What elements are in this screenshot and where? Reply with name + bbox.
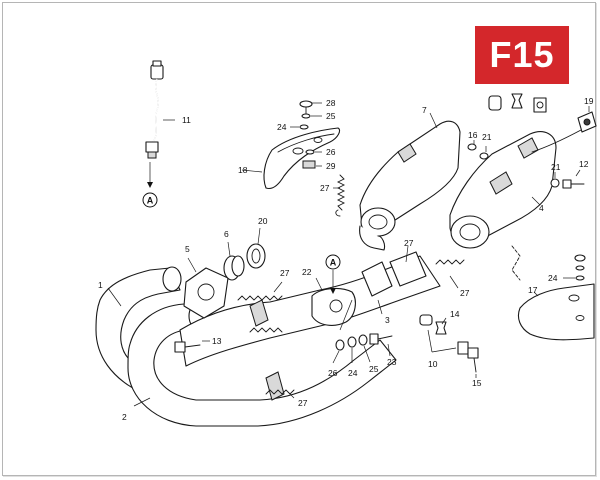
washer-part-25-lower xyxy=(358,334,368,346)
bolt-part-15 xyxy=(467,347,479,378)
label-17: 17 xyxy=(528,285,538,295)
label-21-right: 21 xyxy=(551,162,561,172)
washer-part-26-lower xyxy=(335,339,345,351)
label-1: 1 xyxy=(98,280,103,290)
reference-a-circle-top xyxy=(325,254,341,270)
spring-part-27-center xyxy=(249,327,283,333)
clip-part-19 xyxy=(531,106,597,153)
washer-part-21-upper xyxy=(479,152,489,160)
bolt-part-13 xyxy=(174,340,210,353)
washer-part-25 xyxy=(301,113,311,119)
label-25-top: 25 xyxy=(326,111,336,121)
label-26-top: 26 xyxy=(326,147,336,157)
spring-part-27-bottom xyxy=(265,389,295,399)
label-14: 14 xyxy=(450,309,460,319)
label-11: 11 xyxy=(182,115,191,125)
label-12: 12 xyxy=(579,159,589,169)
lambda-sensor-part-11 xyxy=(145,60,175,188)
label-27-upper: 27 xyxy=(320,183,330,193)
washer-part-21-right xyxy=(550,178,560,188)
valve-housing-part-22 xyxy=(311,277,356,326)
label-5: 5 xyxy=(185,244,190,254)
label-24-top: 24 xyxy=(277,122,287,132)
bolt-washers-right xyxy=(563,254,586,281)
label-21-upper: 21 xyxy=(482,132,492,142)
label-15: 15 xyxy=(472,378,482,388)
heat-shield-part-17 xyxy=(517,283,595,341)
nut-part-29 xyxy=(302,160,316,169)
washer-part-26 xyxy=(305,149,315,155)
label-25-lower: 25 xyxy=(369,364,379,374)
label-27-right: 27 xyxy=(460,288,470,298)
label-4: 4 xyxy=(539,203,544,213)
spring-part-27-right xyxy=(435,259,465,289)
label-27-mid: 27 xyxy=(404,238,414,248)
muffler-part-4 xyxy=(449,131,557,249)
spacer-part-10 xyxy=(427,329,469,355)
gasket-part-6 xyxy=(223,241,245,281)
bolt-part-23 xyxy=(369,333,393,357)
muffler-part-7 xyxy=(359,112,461,251)
label-27-bottom: 27 xyxy=(298,398,308,408)
label-3: 3 xyxy=(385,315,390,325)
label-27-left: 27 xyxy=(280,268,290,278)
label-22: 22 xyxy=(302,267,312,277)
spring-part-27-left xyxy=(237,281,283,301)
washer-part-24-lower xyxy=(347,336,357,348)
label-13: 13 xyxy=(212,336,222,346)
reference-a-label-top: A xyxy=(330,258,337,268)
reference-a-circle xyxy=(142,192,158,208)
page-frame xyxy=(2,2,596,476)
label-16: 16 xyxy=(468,130,478,140)
bolt-part-28 xyxy=(299,100,322,115)
label-10: 10 xyxy=(428,359,438,369)
bushing-part-14 xyxy=(419,314,447,335)
label-19: 19 xyxy=(584,96,594,106)
washer-part-16 xyxy=(467,143,477,151)
label-20: 20 xyxy=(258,216,268,226)
label-2: 2 xyxy=(122,412,127,422)
label-28: 28 xyxy=(326,98,336,108)
collector-part-3 xyxy=(179,251,441,401)
part-labels: 11 28 25 24 26 29 18 27 7 16 21 19 21 12… xyxy=(98,96,594,422)
header-pipe-part-1 xyxy=(95,266,182,393)
ring-part-20 xyxy=(246,227,266,269)
label-18: 18 xyxy=(238,165,248,175)
heat-shield-part-18 xyxy=(263,127,341,190)
label-24-lower: 24 xyxy=(348,368,358,378)
label-23: 23 xyxy=(387,357,397,367)
label-24-right: 24 xyxy=(548,273,558,283)
label-6: 6 xyxy=(224,229,229,239)
label-26-lower: 26 xyxy=(328,368,338,378)
reference-a-label: A xyxy=(147,196,154,206)
spring-part-27-upper xyxy=(333,174,346,217)
washer-part-24 xyxy=(299,124,309,130)
bolt-part-12 xyxy=(562,169,585,189)
flange-part-5 xyxy=(183,257,229,319)
label-29: 29 xyxy=(326,161,336,171)
figure-code-badge: F15 xyxy=(475,26,569,84)
label-7: 7 xyxy=(422,105,427,115)
rubber-mount-top xyxy=(488,93,547,113)
